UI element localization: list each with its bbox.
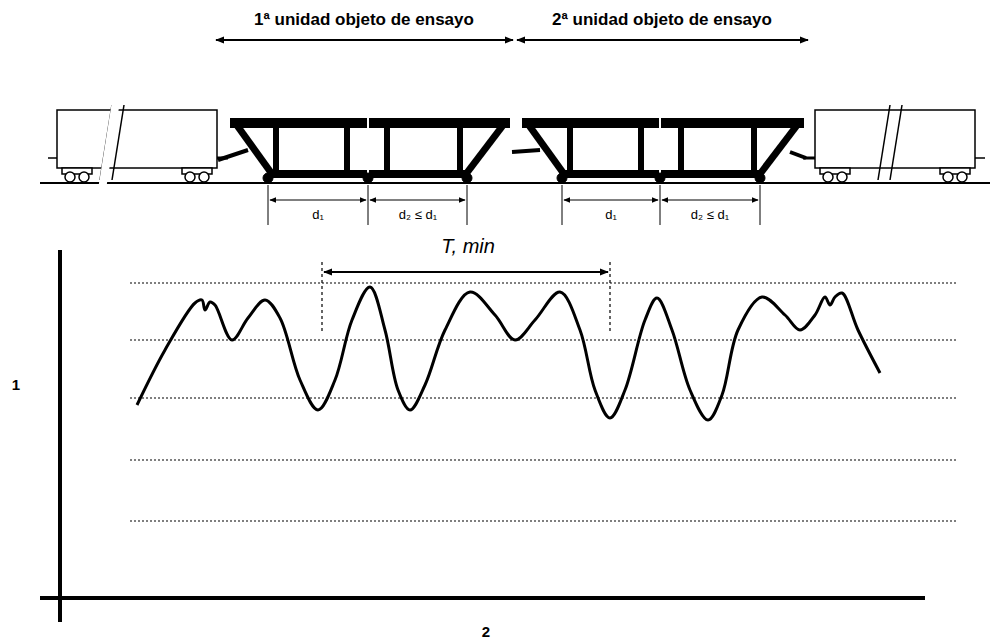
chart-axes [40,250,925,622]
rail-track [40,182,990,184]
dimension-label: d₂ ≤ d₁ [691,208,729,222]
span-arrows [216,39,808,41]
neighbour-wagon [803,105,985,182]
neighbour-wagon [48,100,228,190]
test-unit [218,118,510,183]
dimension-label: d₁ [605,208,617,222]
unit-label: 1ª unidad objeto de ensayo [254,11,474,30]
unit-label: 2ª unidad objeto de ensayo [552,11,772,30]
dimension-lines [268,185,760,225]
signal-curve [137,287,880,420]
axis-label: 1 [12,377,20,394]
axis-label: 2 [482,624,490,641]
test-unit [512,118,806,183]
dimension-label: d₂ ≤ d₁ [399,208,437,222]
period-label: T, min [441,235,495,257]
chart-gridlines [130,283,958,521]
dimension-label: d₁ [312,208,324,222]
